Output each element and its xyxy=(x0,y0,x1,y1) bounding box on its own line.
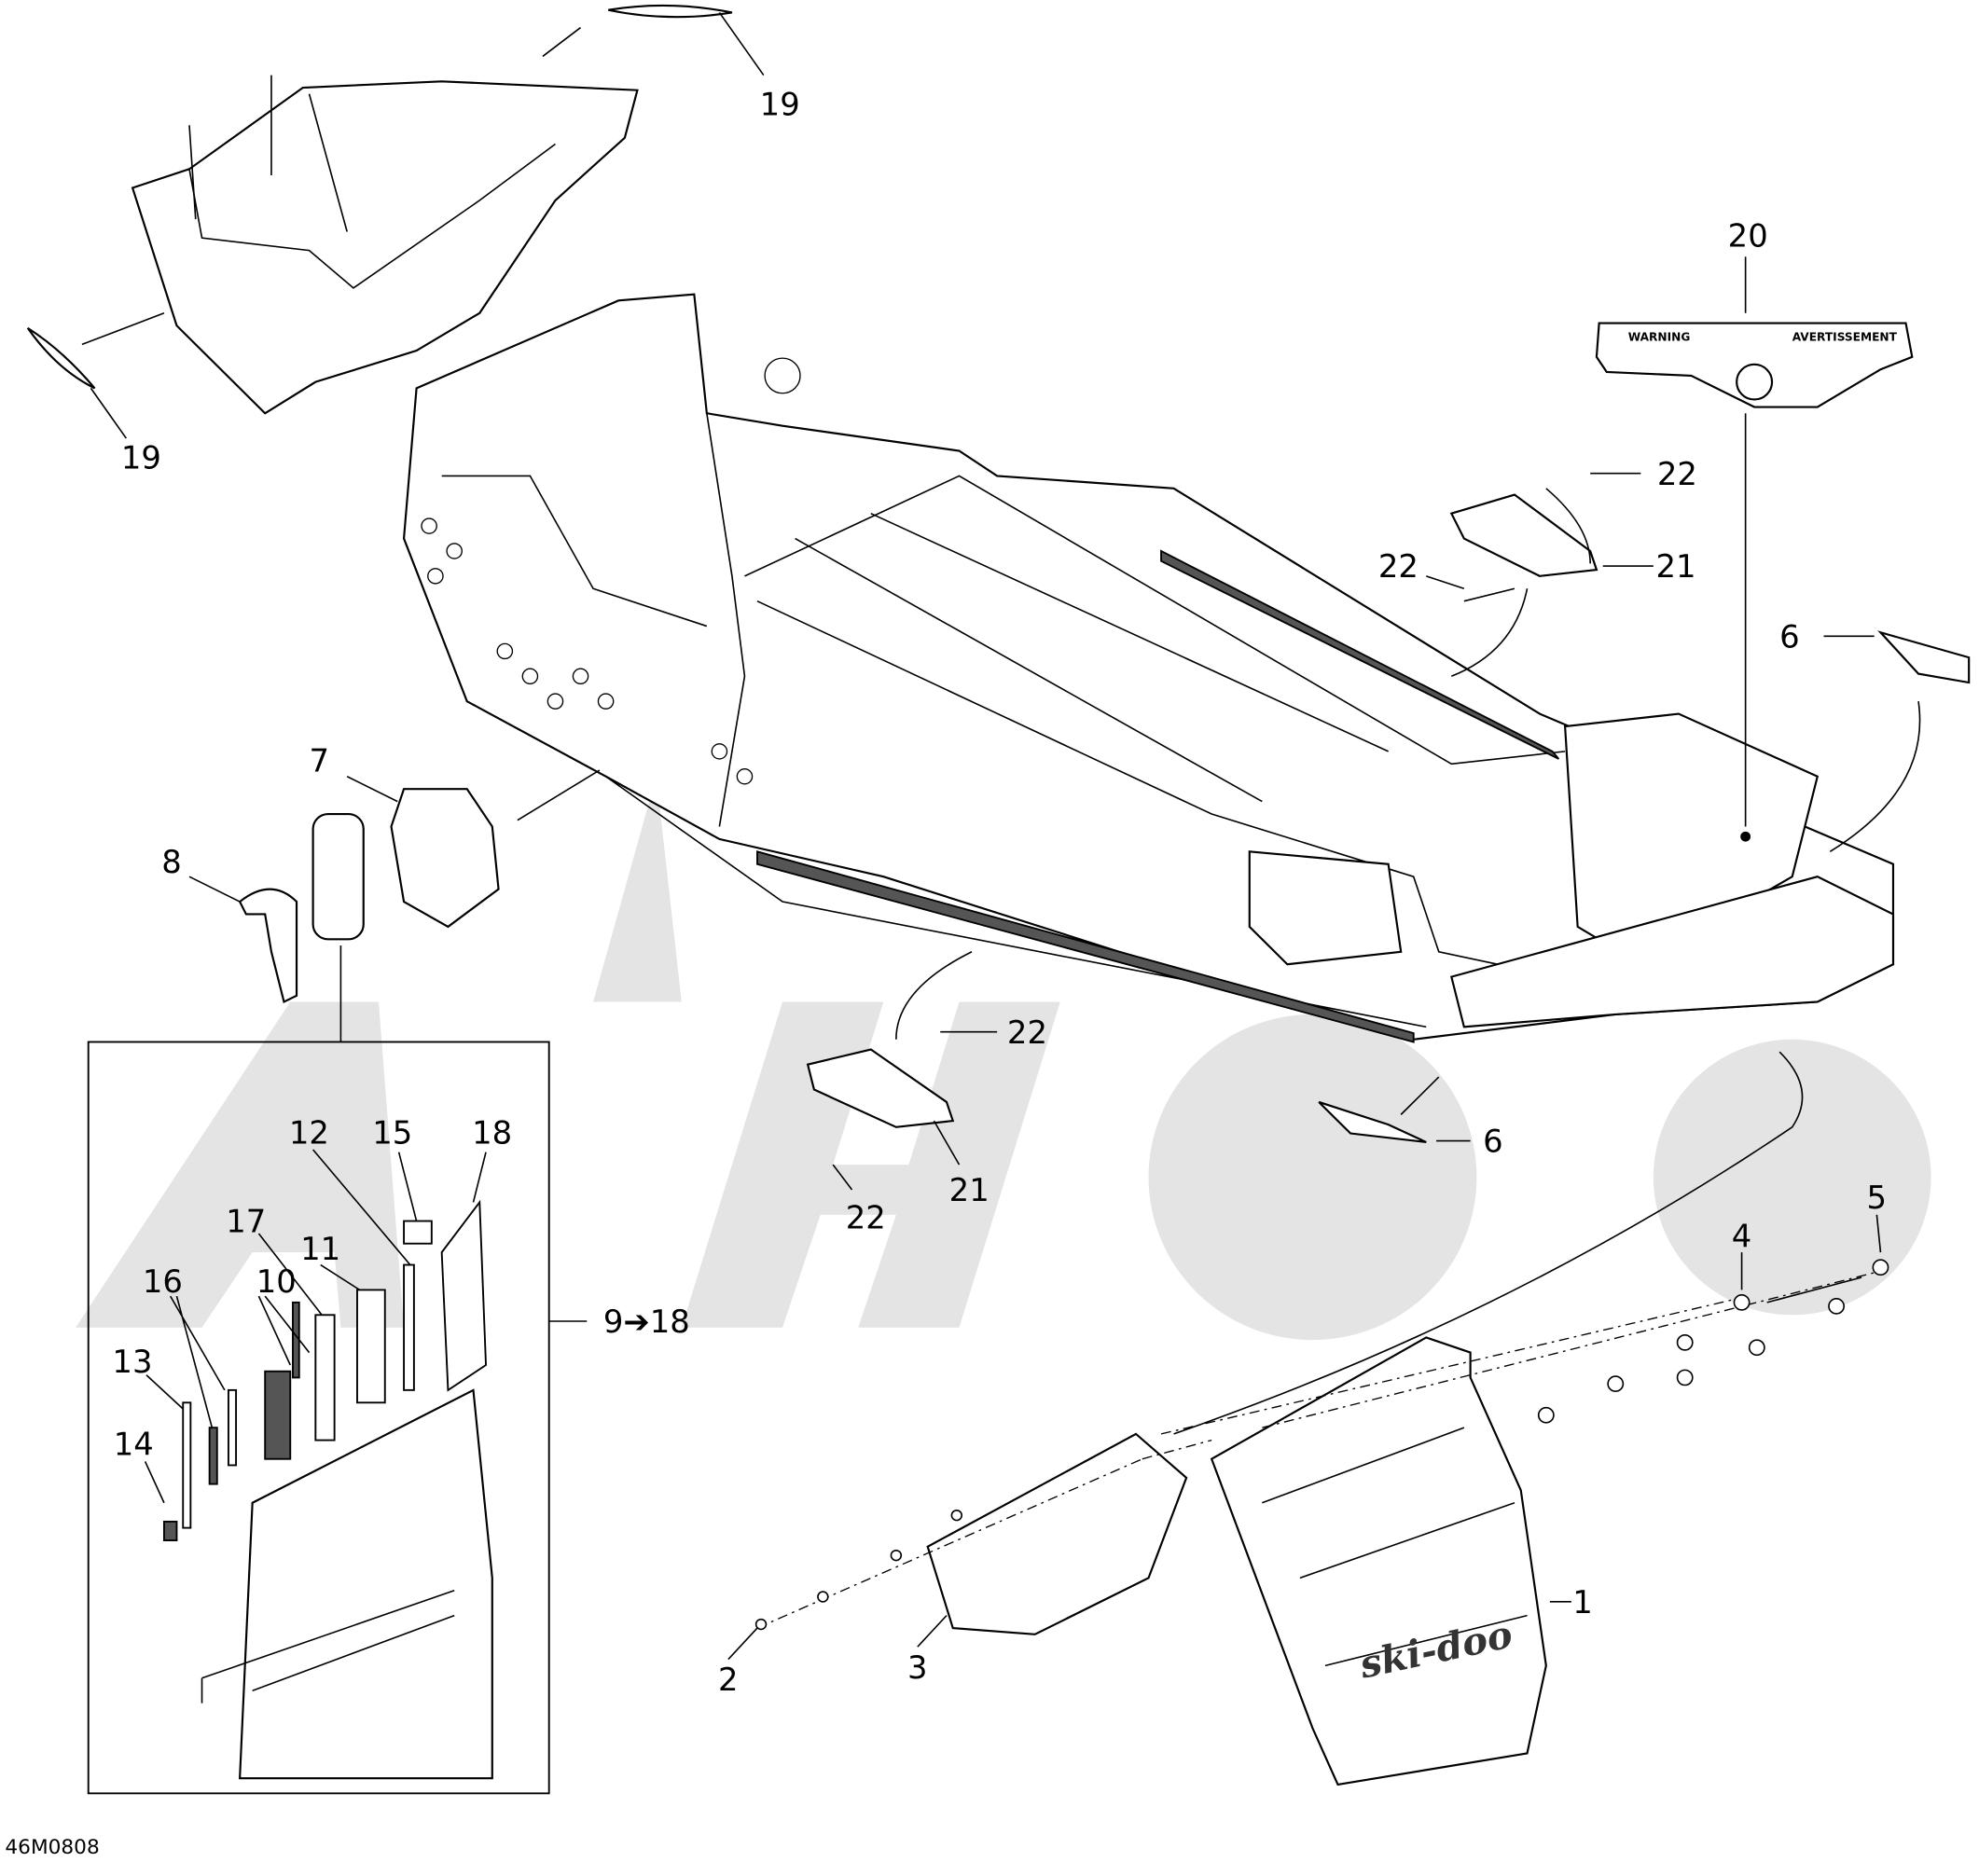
callout-19: 19 xyxy=(760,87,800,123)
callout-15: 15 xyxy=(372,1114,412,1151)
part-7-holder xyxy=(346,769,601,929)
part-3-plate xyxy=(917,1432,1188,1648)
callout-6: 6 xyxy=(1779,619,1800,655)
part-6-protector xyxy=(1318,630,1971,1143)
svg-text:AVERTISSEMENT: AVERTISSEMENT xyxy=(1792,330,1898,343)
callout-5: 5 xyxy=(1867,1179,1888,1216)
diagram-code: 46M0808 xyxy=(5,1836,99,1859)
part-1-snow-flap: ski-doo xyxy=(1210,1336,1571,1786)
part-9-tool-bag xyxy=(311,812,365,1042)
callout-17: 17 xyxy=(226,1204,266,1240)
callout-9-to-18: 9➔18 xyxy=(603,1304,690,1340)
part-8-strap xyxy=(188,876,298,1004)
callout-21: 21 xyxy=(949,1172,990,1208)
part-21-footrest-lower xyxy=(806,951,998,1191)
callout-21: 21 xyxy=(1656,548,1696,585)
callout-22: 22 xyxy=(1657,456,1697,492)
callout-13: 13 xyxy=(112,1344,152,1380)
callout-20: 20 xyxy=(1728,218,1768,255)
watermark-logo xyxy=(76,776,1931,1341)
callout-22: 22 xyxy=(1378,548,1419,585)
part-19-hood-liner xyxy=(26,4,765,439)
callout-11: 11 xyxy=(300,1231,340,1267)
part-19-strip-top xyxy=(608,4,733,19)
callout-6: 6 xyxy=(1483,1124,1503,1160)
callout-12: 12 xyxy=(289,1114,329,1151)
callout-22: 22 xyxy=(846,1200,886,1236)
callout-14: 14 xyxy=(114,1427,154,1463)
callout-8: 8 xyxy=(161,844,182,880)
callout-2: 2 xyxy=(718,1662,739,1698)
callout-16: 16 xyxy=(143,1263,183,1300)
fasteners xyxy=(727,1051,1889,1661)
callout-18: 18 xyxy=(472,1114,512,1151)
tool-kit-box xyxy=(87,1041,588,1795)
svg-text:WARNING: WARNING xyxy=(1628,330,1691,343)
callout-labels: 19 19 20 22 22 21 6 7 8 22 21 22 6 12 15… xyxy=(5,87,1887,1859)
callout-4: 4 xyxy=(1732,1219,1752,1255)
callout-3: 3 xyxy=(907,1649,928,1686)
part-21-footrest-upper xyxy=(1425,472,1654,678)
callout-22: 22 xyxy=(1007,1014,1047,1051)
callout-1: 1 xyxy=(1572,1584,1593,1621)
callout-19: 19 xyxy=(121,439,161,476)
callout-10: 10 xyxy=(256,1263,297,1300)
part-19-strip-left xyxy=(26,326,96,390)
part-20-warning-decal: WARNING AVERTISSEMENT xyxy=(1595,256,1914,842)
callout-7: 7 xyxy=(310,742,330,779)
part-chassis-frame xyxy=(402,293,1895,1043)
